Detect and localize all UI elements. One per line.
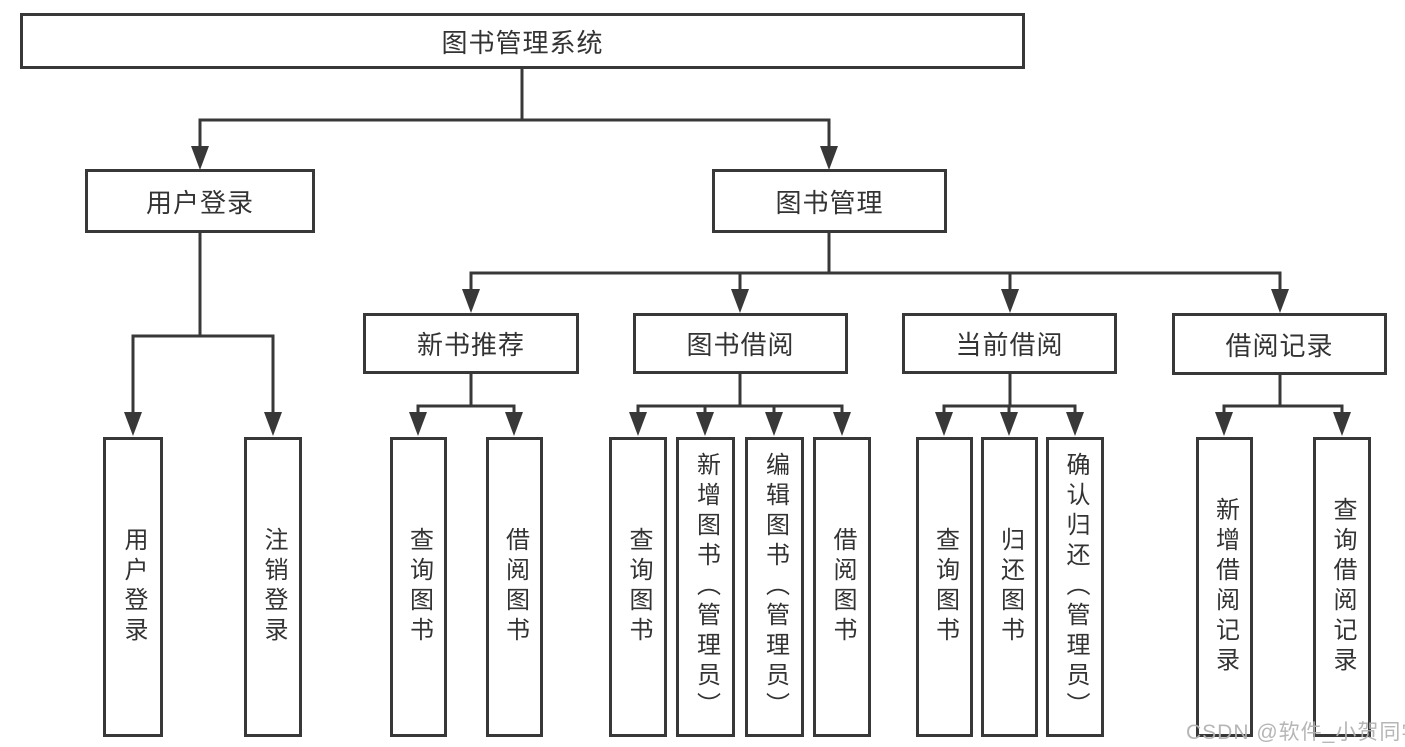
leaf-add-books-admin: 新增图书（管理员） xyxy=(676,437,735,737)
edge-records-to-leaves xyxy=(1222,375,1344,416)
leaf-borrow-books-recommend-label: 借阅图书 xyxy=(501,527,529,647)
leaf-query-books-recommend-label: 查询图书 xyxy=(405,527,433,647)
leaf-add-borrow-record: 新增借阅记录 xyxy=(1196,437,1253,737)
node-book-borrow: 图书借阅 xyxy=(633,313,848,374)
leaf-add-books-admin-label: 新增图书（管理员） xyxy=(692,452,720,722)
node-user-login: 用户登录 xyxy=(85,169,315,233)
leaf-borrow-books-recommend: 借阅图书 xyxy=(486,437,543,737)
edge-mgmt-to-level3 xyxy=(469,233,1282,291)
leaf-query-books-borrow: 查询图书 xyxy=(609,437,667,737)
node-new-book-recommend: 新书推荐 xyxy=(363,313,579,374)
edge-recommend-to-leaves xyxy=(416,374,516,416)
leaf-add-borrow-record-label: 新增借阅记录 xyxy=(1211,497,1239,677)
leaf-query-books-current-label: 查询图书 xyxy=(931,527,959,647)
node-book-management: 图书管理 xyxy=(712,169,947,233)
leaf-query-books-recommend: 查询图书 xyxy=(390,437,447,737)
leaf-borrow-books: 借阅图书 xyxy=(813,437,871,737)
leaf-query-books-current: 查询图书 xyxy=(916,437,973,737)
leaf-query-borrow-record-label: 查询借阅记录 xyxy=(1329,497,1356,677)
leaf-user-login: 用户登录 xyxy=(103,437,163,737)
csdn-watermark: CSDN @软件_小贺同学 xyxy=(1186,721,1405,744)
node-root: 图书管理系统 xyxy=(20,13,1025,69)
node-current-borrow: 当前借阅 xyxy=(902,313,1117,374)
leaf-user-login-label: 用户登录 xyxy=(120,527,147,647)
node-borrow-records: 借阅记录 xyxy=(1172,313,1387,375)
leaf-return-books-label: 归还图书 xyxy=(996,527,1024,647)
edge-login-to-leaves xyxy=(131,233,275,416)
leaf-borrow-books-label: 借阅图书 xyxy=(829,527,856,647)
leaf-logout: 注销登录 xyxy=(244,437,302,737)
leaf-logout-label: 注销登录 xyxy=(260,527,287,647)
leaf-confirm-return-admin-label: 确认归还（管理员） xyxy=(1062,452,1089,722)
leaf-query-borrow-record: 查询借阅记录 xyxy=(1313,437,1371,737)
leaf-return-books: 归还图书 xyxy=(981,437,1038,737)
leaf-confirm-return-admin: 确认归还（管理员） xyxy=(1046,437,1104,737)
arrowheads xyxy=(124,146,1351,436)
edge-borrow-to-leaves xyxy=(636,374,844,416)
edge-current-to-leaves xyxy=(942,374,1077,416)
leaf-query-books-borrow-label: 查询图书 xyxy=(625,527,652,647)
leaf-edit-books-admin-label: 编辑图书（管理员） xyxy=(761,452,789,722)
edge-root-to-level2 xyxy=(198,69,831,150)
leaf-edit-books-admin: 编辑图书（管理员） xyxy=(745,437,804,737)
